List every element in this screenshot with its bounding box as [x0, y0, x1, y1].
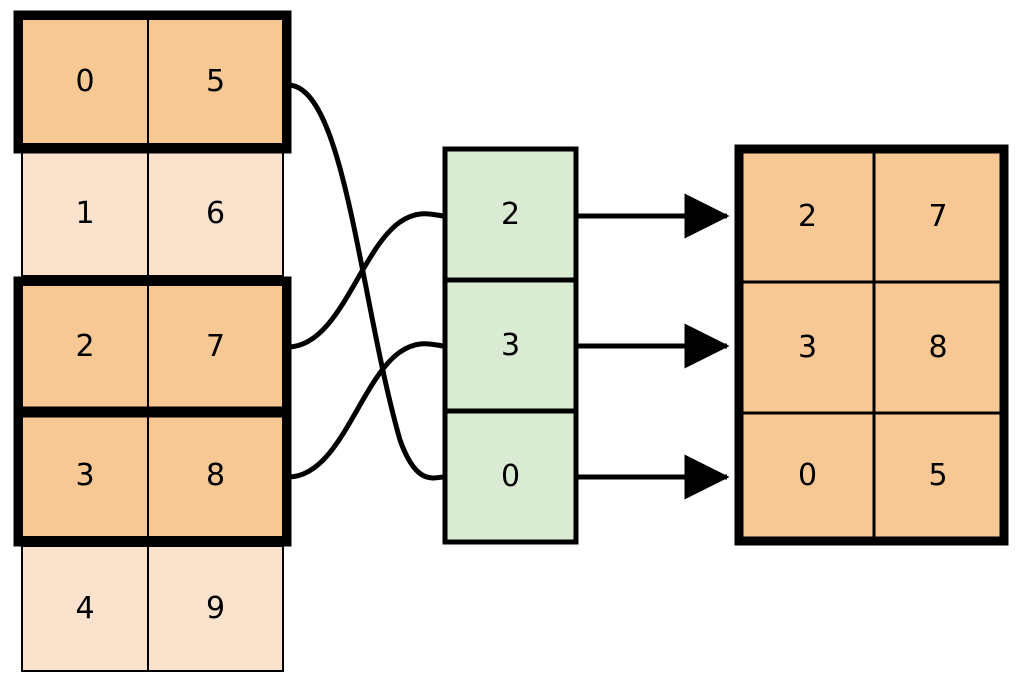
result-cell-r1-c0	[739, 280, 876, 415]
result-array-table	[734, 144, 1009, 546]
index-cell-1	[442, 277, 579, 414]
source-cell-r2-c1	[147, 284, 284, 410]
result-cell-r0-c1	[872, 149, 1004, 284]
index-vector-column	[442, 146, 579, 545]
scatter-arrows	[578, 193, 730, 500]
result-cell-r0-c0	[739, 149, 876, 284]
curve-source-row-2-to-index-cell-0	[286, 211, 446, 350]
source-cell-r1-c1	[147, 151, 284, 277]
source-cell-r2-c0	[21, 284, 149, 410]
source-cell-r0-c1	[147, 18, 284, 145]
index-cell-2	[442, 408, 579, 545]
source-cell-r4-c0	[21, 545, 149, 672]
source-cell-r0-c0	[21, 18, 149, 145]
curve-source-row-0-to-index-cell-2	[286, 82, 446, 481]
curve-source-row-3-to-index-cell-1	[286, 341, 446, 480]
source-cell-r1-c0	[21, 151, 149, 277]
source-cell-r3-c0	[21, 414, 149, 538]
source-cell-r4-c1	[147, 545, 284, 672]
result-cell-r2-c1	[872, 411, 1004, 541]
result-cell-r2-c0	[739, 411, 876, 541]
source-array-table	[13, 10, 292, 672]
gather-curves	[286, 82, 446, 481]
index-cell-0	[442, 146, 579, 283]
source-row-0-highlight-outline	[13, 10, 292, 154]
result-table-outline	[734, 144, 1009, 546]
result-cell-r1-c1	[872, 280, 1004, 415]
source-cell-r3-c1	[147, 414, 284, 538]
